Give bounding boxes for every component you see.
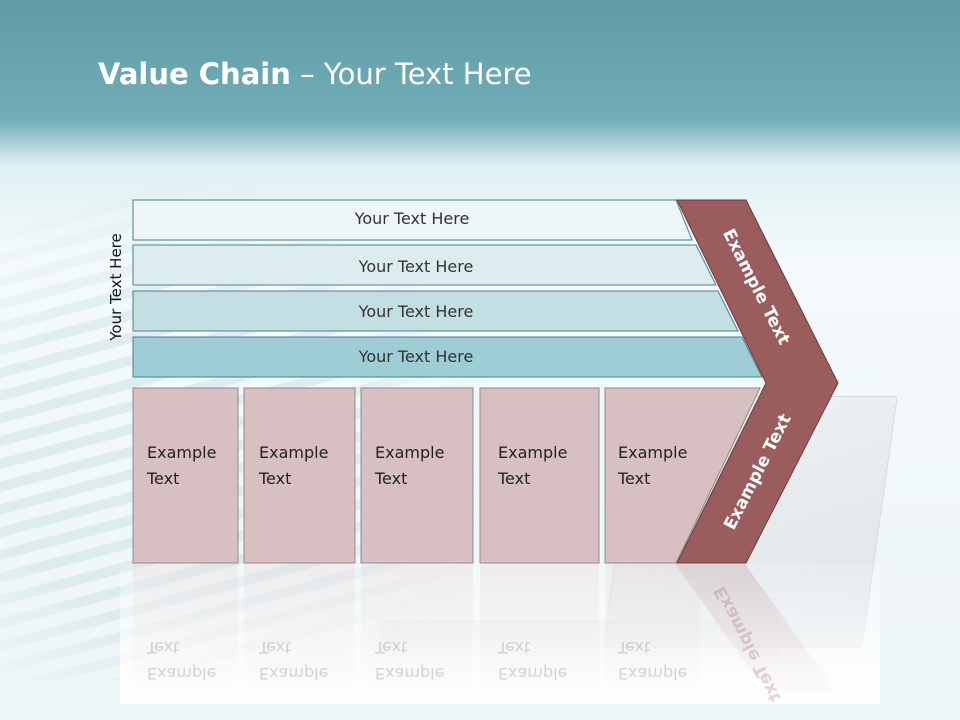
box-label-3: Example Text — [375, 440, 444, 492]
box-label-1-line1: Example — [147, 443, 217, 462]
box-label-4-line1: Example — [498, 443, 568, 462]
row-label-1: Your Text Here — [354, 209, 470, 228]
row-label-4: Your Text Here — [358, 347, 474, 366]
row-label-2: Your Text Here — [358, 257, 474, 276]
box-label-2-line2: Text — [259, 469, 292, 488]
box-label-5-line2: Text — [618, 469, 651, 488]
slide-title: Value Chain – Your Text Here — [98, 56, 532, 92]
box-label-4: Example Text — [498, 440, 567, 492]
box-label-1: Example Text — [147, 440, 216, 492]
box-label-5: Example Text — [618, 440, 687, 492]
title-rest: – Your Text Here — [290, 57, 532, 91]
box-shape-5 — [604, 387, 761, 564]
row-label-3: Your Text Here — [358, 302, 474, 321]
box-label-2-line1: Example — [259, 443, 329, 462]
row-shape-4 — [132, 336, 763, 378]
box-label-3-line2: Text — [375, 469, 408, 488]
chevron-shape — [676, 199, 839, 564]
box-label-3-line1: Example — [375, 443, 445, 462]
box-shape-4 — [479, 387, 600, 564]
box-label-2: Example Text — [259, 440, 328, 492]
box-label-4-line2: Text — [498, 469, 531, 488]
row-shape-1 — [132, 199, 693, 241]
row-shape-2 — [132, 244, 717, 286]
reflection-fade — [120, 564, 880, 704]
box-shape-3 — [360, 387, 474, 564]
row-shape-3 — [132, 290, 739, 332]
title-bold: Value Chain — [98, 57, 291, 91]
box-label-5-line1: Example — [618, 443, 688, 462]
box-shape-1 — [132, 387, 239, 564]
box-label-1-line2: Text — [147, 469, 180, 488]
box-shape-2 — [243, 387, 356, 564]
